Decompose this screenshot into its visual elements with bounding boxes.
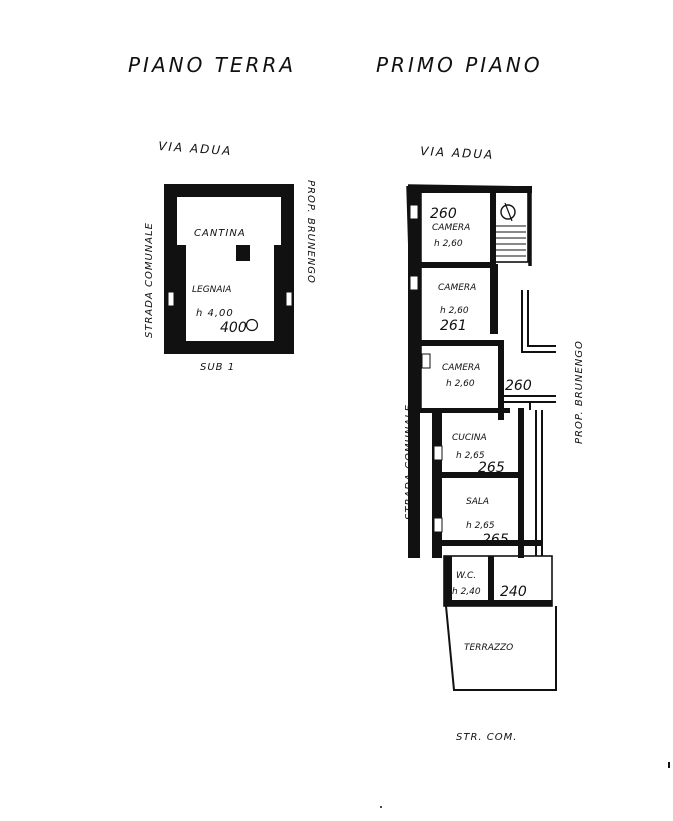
first-room-wc [443, 555, 553, 607]
ground-handwritten-number: 400 [220, 320, 247, 336]
first-street-top-label: VIA ADUA [420, 144, 495, 162]
first-room-name: CAMERA [432, 223, 470, 233]
first-window [409, 204, 419, 220]
ground-sub-label: SUB 1 [200, 362, 235, 373]
first-window [421, 353, 431, 369]
staircase [491, 191, 529, 263]
first-room-height: h 2,40 [452, 587, 481, 597]
ground-room-cantina [177, 197, 281, 245]
ground-window [167, 291, 175, 307]
first-room-number: 240 [500, 584, 527, 600]
ground-room-legnaia [186, 261, 274, 341]
first-room-number: 260 [505, 378, 532, 394]
first-room-terrazzo [445, 605, 557, 691]
first-room-height: h 2,65 [466, 521, 495, 531]
first-room-height: h 2,60 [434, 239, 463, 249]
first-window [433, 445, 443, 461]
first-room-name: SALA [466, 497, 489, 507]
first-room-number: 261 [440, 318, 467, 334]
first-window [433, 517, 443, 533]
ground-neighbor-right-label: PROP. BRUNENGO [305, 180, 316, 284]
first-left-wall [408, 186, 420, 558]
first-room-height: h 2,60 [446, 379, 475, 389]
ground-room-height: h 4,00 [196, 308, 234, 319]
first-room-number: 260 [430, 206, 457, 222]
first-floor-plan: VIA ADUA STRADA COMUNALE PROP. BRUNENGO [404, 144, 585, 743]
first-floor-title: PRIMO PIANO [376, 53, 543, 77]
first-room-name: CAMERA [438, 283, 476, 293]
first-room-number: 265 [478, 460, 505, 476]
first-room-height: h 2,65 [456, 451, 485, 461]
first-room-name: W.C. [456, 571, 476, 581]
ground-room-name: CANTINA [194, 228, 246, 239]
first-room-height: h 2,60 [440, 306, 469, 316]
first-room-name: TERRAZZO [464, 643, 513, 653]
first-window [409, 275, 419, 291]
ground-street-top-label: VIA ADUA [158, 139, 233, 158]
ground-floor-title: PIANO TERRA [128, 53, 296, 77]
ground-room-name: LEGNAIA [192, 285, 231, 295]
ground-floor-plan: VIA ADUA STRADA COMUNALE PROP. BRUNENGO … [144, 139, 316, 373]
first-street-bottom-label: STR. COM. [456, 732, 517, 743]
first-room-number: 265 [482, 532, 509, 548]
first-neighbor-right-label: PROP. BRUNENGO [574, 340, 585, 444]
ground-street-left-label: STRADA COMUNALE [144, 222, 155, 338]
first-room-name: CUCINA [452, 433, 487, 443]
first-room-name: CAMERA [442, 363, 480, 373]
ground-window [285, 291, 293, 307]
